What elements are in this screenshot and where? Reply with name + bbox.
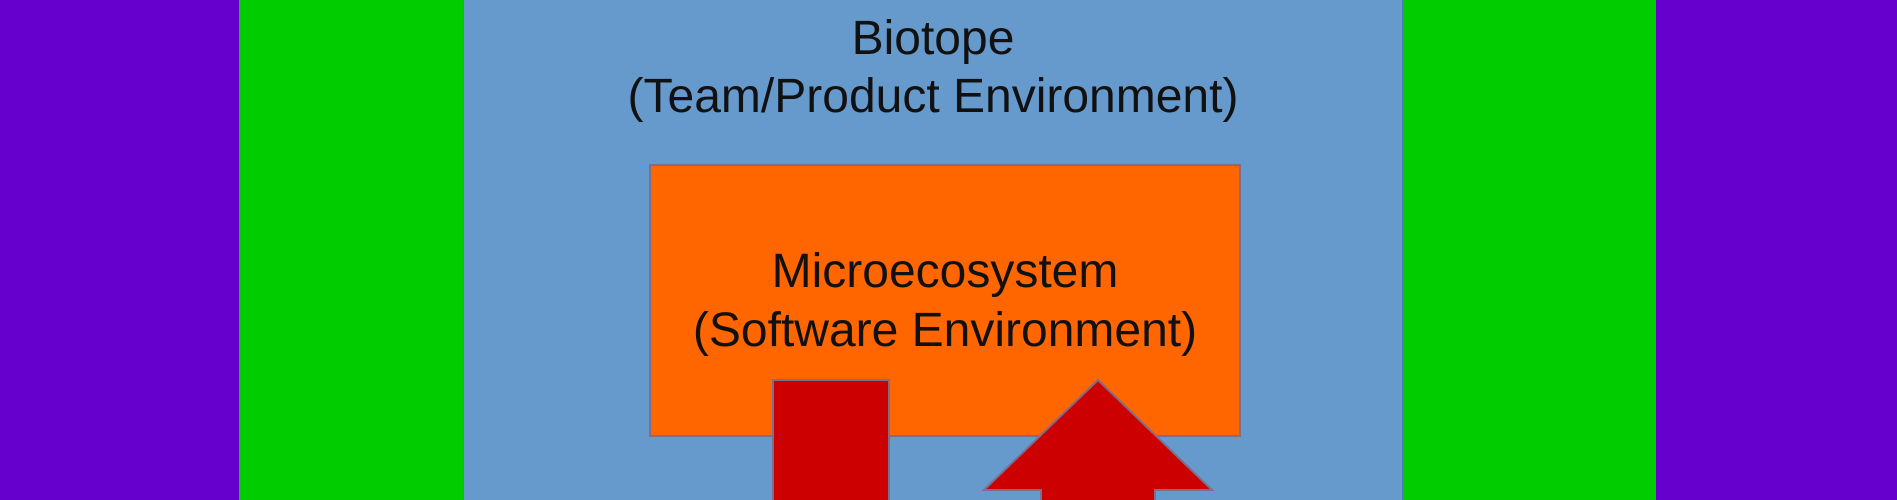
biotope-subtitle: (Team/Product Environment) [627, 70, 1239, 123]
microecosystem-title: Microecosystem [771, 245, 1119, 298]
microecosystem-label: Microecosystem (Software Environment) [649, 242, 1241, 360]
biotope-label: Biotope (Team/Product Environment) [463, 10, 1403, 126]
microecosystem-box [649, 164, 1241, 437]
up-arrow [981, 378, 1215, 500]
biotope-title: Biotope [851, 12, 1015, 65]
microecosystem-subtitle: (Software Environment) [692, 304, 1198, 357]
down-arrow-shaft [772, 379, 890, 500]
